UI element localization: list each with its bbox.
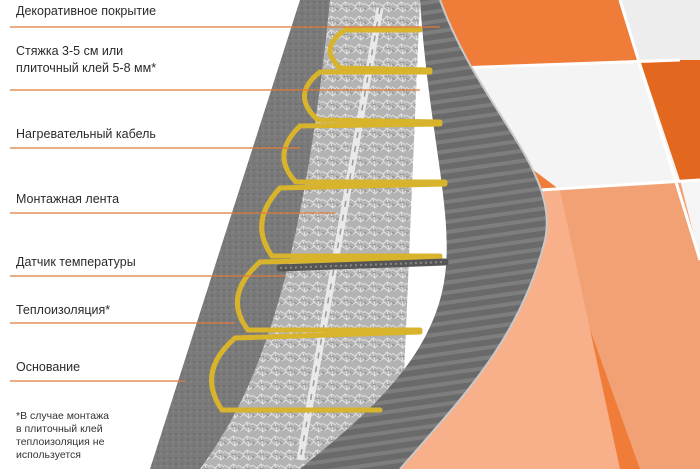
temperature-sensor — [276, 258, 449, 272]
leader-lines — [10, 26, 440, 382]
mounting-tape — [296, 7, 384, 461]
label-tape: Монтажная лента — [16, 192, 120, 206]
label-base: Основание — [16, 360, 81, 374]
label-insulation: Теплоизоляция* — [16, 303, 111, 317]
screed-layer — [300, 0, 548, 469]
insulation-layer — [200, 0, 420, 469]
label-cable: Нагревательный кабель — [16, 127, 156, 141]
label-sensor: Датчик температуры — [16, 255, 136, 269]
footnote: *В случае монтажа в плиточный клей тепло… — [16, 410, 109, 461]
heating-cable — [209, 27, 448, 413]
label-screed: Стяжка 3-5 см или плиточный клей 5-8 мм* — [16, 44, 157, 75]
label-covering: Декоративное покрытие — [16, 4, 157, 18]
